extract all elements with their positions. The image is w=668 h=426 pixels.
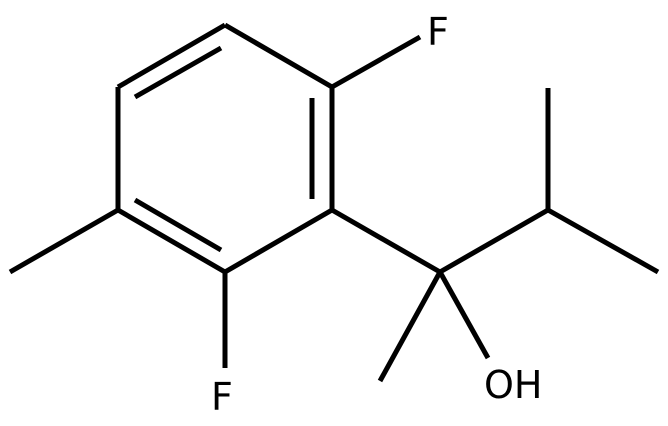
bond-carbinol-to-isopropyl-ch [438,207,550,275]
ring-bond-c3-c4 [116,207,227,275]
bond-ring-to-carbinol-carbon [330,207,442,275]
ring-bond-c6-c1 [223,22,334,90]
fluorine-bottom-label: F [211,375,233,419]
fluorine-top-label: F [427,10,449,54]
bond-carbinol-to-hydroxyl [437,270,491,360]
bond-carbinol-methyl [377,270,443,383]
benzene-ring [115,22,335,275]
bond-ring-to-methyl-left [8,207,120,275]
ring-double-bond-inner-top [133,45,223,100]
bond-ring-to-fluorine-top [330,34,422,90]
bond-isopropyl-methyl-right [546,207,660,275]
ring-bond-c1-c2 [116,22,227,90]
ring-bond-c4-c5 [223,207,334,275]
ring-double-bond-inner-bottom-left [133,197,223,253]
hydroxyl-label: OH [484,363,542,407]
